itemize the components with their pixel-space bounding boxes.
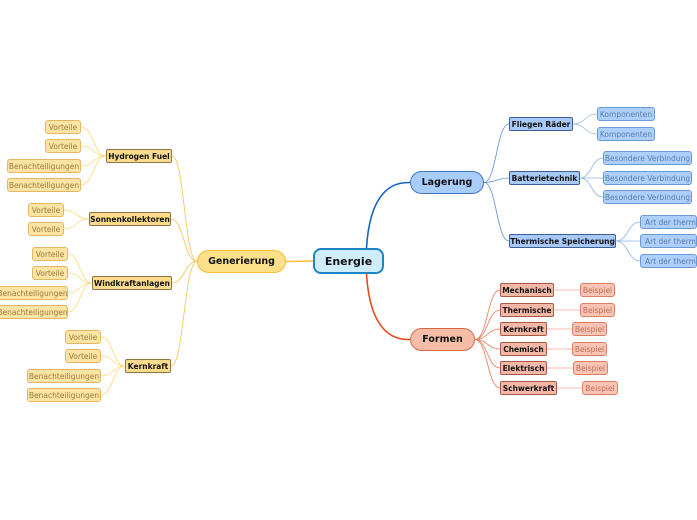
connector-leaf-kern-vorteile-2 xyxy=(100,355,126,367)
connector-leaf-komponenten-2 xyxy=(572,123,598,135)
connector-root-generierung xyxy=(285,260,314,263)
connector-leaf-wind-vorteile-1 xyxy=(67,253,93,284)
subtopic-schwerkraft[interactable]: Schwerkraft xyxy=(500,381,557,395)
leaf-wind-vorteile-2[interactable]: Vorteile xyxy=(32,266,68,280)
leaf-beispiel-kernkraft[interactable]: Beispiel xyxy=(572,322,607,336)
leaf-art-der-thermischen-3[interactable]: Art der thermischen xyxy=(640,254,697,268)
connector-subtopic-thermische-speicherung xyxy=(483,182,510,242)
connector-subtopic-thermische xyxy=(474,309,501,340)
connector-leaf-sonnen-vorteile-1 xyxy=(63,209,90,220)
subtopic-sonnenkollektoren[interactable]: Sonnenkollektoren xyxy=(89,212,171,226)
leaf-sonnen-vorteile-2[interactable]: Vorteile xyxy=(28,222,64,236)
subtopic-thermische-speicherung[interactable]: Thermische Speicherung xyxy=(509,234,616,248)
leaf-kern-vorteile-2[interactable]: Vorteile xyxy=(65,349,101,363)
subtopic-kernkraft-form[interactable]: Kernkraft xyxy=(500,322,547,336)
leaf-beispiel-elektrisch[interactable]: Beispiel xyxy=(573,361,608,375)
subtopic-thermische[interactable]: Thermische xyxy=(500,303,554,317)
connector-subtopic-mechanisch xyxy=(474,289,501,340)
connector-subtopic-batterietechnik xyxy=(483,177,510,183)
topic-lagerung[interactable]: Lagerung xyxy=(410,171,484,194)
connector-leaf-besondere-verbindung-1 xyxy=(579,157,604,179)
leaf-komponenten-1[interactable]: Komponenten xyxy=(597,107,655,121)
subtopic-elektrisch[interactable]: Elektrisch xyxy=(500,361,547,375)
connector-leaf-besondere-verbindung-3 xyxy=(579,177,604,198)
leaf-hydrogen-benachteiligungen-1[interactable]: Benachteiligungen xyxy=(7,159,81,173)
connector-subtopic-kernkraft xyxy=(170,261,198,367)
leaf-besondere-verbindung-1[interactable]: Besondere Verbindung xyxy=(603,151,692,165)
topic-formen[interactable]: Formen xyxy=(410,328,475,351)
subtopic-kernkraft[interactable]: Kernkraft xyxy=(125,359,171,373)
connector-subtopic-hydrogen-fuel xyxy=(171,155,198,262)
connector-leaf-kern-vorteile-1 xyxy=(100,336,126,367)
leaf-besondere-verbindung-3[interactable]: Besondere Verbindung xyxy=(603,190,692,204)
subtopic-hydrogen-fuel[interactable]: Hydrogen Fuel xyxy=(106,149,172,163)
subtopic-mechanisch[interactable]: Mechanisch xyxy=(500,283,554,297)
subtopic-windkraftanlagen[interactable]: Windkraftanlagen xyxy=(92,276,172,290)
connector-leaf-art-der-thermischen-1 xyxy=(615,221,641,242)
connector-leaf-hydrogen-benachteiligungen-2 xyxy=(80,155,107,186)
leaf-wind-benachteiligungen-1[interactable]: Benachteiligungen xyxy=(0,286,68,300)
leaf-kern-benachteiligungen-2[interactable]: Benachteiligungen xyxy=(27,388,101,402)
leaf-hydrogen-benachteiligungen-2[interactable]: Benachteiligungen xyxy=(7,178,81,192)
leaf-beispiel-schwerkraft[interactable]: Beispiel xyxy=(582,381,618,395)
leaf-kern-vorteile-1[interactable]: Vorteile xyxy=(65,330,101,344)
leaf-beispiel-chemisch[interactable]: Beispiel xyxy=(572,342,607,356)
connector-leaf-wind-benachteiligungen-2 xyxy=(67,282,93,313)
connector-leaf-hydrogen-benachteiligungen-1 xyxy=(80,155,107,167)
leaf-komponenten-2[interactable]: Komponenten xyxy=(597,127,655,141)
connector-leaf-kern-benachteiligungen-2 xyxy=(100,365,126,396)
connector-leaf-hydrogen-vorteile-1 xyxy=(80,126,107,157)
subtopic-batterietechnik[interactable]: Batterietechnik xyxy=(509,171,580,185)
leaf-hydrogen-vorteile-1[interactable]: Vorteile xyxy=(45,120,81,134)
leaf-art-der-thermischen-1[interactable]: Art der thermischen xyxy=(640,215,697,229)
leaf-sonnen-vorteile-1[interactable]: Vorteile xyxy=(28,203,64,217)
connector-root-lagerung xyxy=(365,181,411,249)
connector-leaf-sonnen-vorteile-2 xyxy=(63,218,90,230)
connector-leaf-wind-vorteile-2 xyxy=(67,272,93,284)
leaf-kern-benachteiligungen-1[interactable]: Benachteiligungen xyxy=(27,369,101,383)
connector-leaf-art-der-thermischen-3 xyxy=(615,240,641,262)
connector-leaf-komponenten-1 xyxy=(572,113,598,125)
leaf-beispiel-mechanisch[interactable]: Beispiel xyxy=(580,283,615,297)
connector-leaf-wind-benachteiligungen-1 xyxy=(67,282,93,294)
connector-subtopic-windkraftanlagen xyxy=(171,261,198,284)
connector-subtopic-sonnenkollektoren xyxy=(170,218,198,262)
leaf-beispiel-thermische[interactable]: Beispiel xyxy=(580,303,615,317)
leaf-wind-vorteile-1[interactable]: Vorteile xyxy=(32,247,68,261)
leaf-wind-benachteiligungen-2[interactable]: Benachteiligungen xyxy=(0,305,68,319)
connector-subtopic-fliegen-raeder xyxy=(483,123,510,183)
subtopic-fliegen-raeder[interactable]: Fliegen Räder xyxy=(509,117,573,131)
topic-generierung[interactable]: Generierung xyxy=(197,250,286,273)
connector-leaf-hydrogen-vorteile-2 xyxy=(80,145,107,157)
leaf-art-der-thermischen-2[interactable]: Art der thermischen xyxy=(640,234,697,248)
connector-root-formen xyxy=(365,273,411,341)
leaf-hydrogen-vorteile-2[interactable]: Vorteile xyxy=(45,139,81,153)
subtopic-chemisch[interactable]: Chemisch xyxy=(500,342,547,356)
connector-subtopic-kernkraft-form xyxy=(474,328,501,340)
connector-subtopic-schwerkraft xyxy=(474,339,501,389)
connector-leaf-kern-benachteiligungen-1 xyxy=(100,365,126,377)
root-topic[interactable]: Energie xyxy=(313,248,384,274)
leaf-besondere-verbindung-2[interactable]: Besondere Verbindung xyxy=(603,171,692,185)
